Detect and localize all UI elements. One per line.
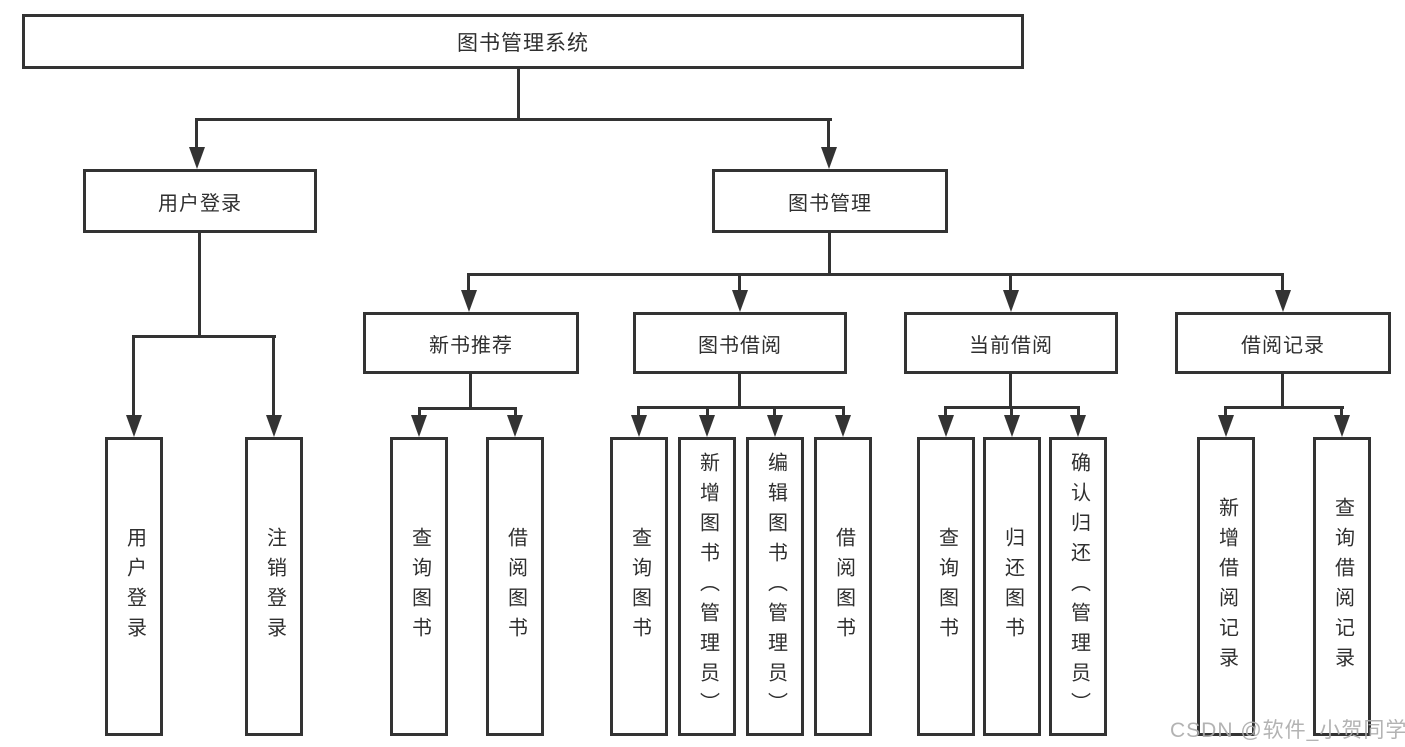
connector-line — [132, 335, 276, 338]
node-label: 编辑图书（管理员） — [764, 451, 787, 722]
arrow-down-icon — [1218, 415, 1234, 437]
node-label: 图书管理系统 — [457, 31, 589, 55]
node-leaf-query-books-borrow: 查询图书 — [610, 437, 668, 736]
arrow-down-icon — [126, 415, 142, 437]
node-leaf-borrow-books-borrow: 借阅图书 — [814, 437, 872, 736]
csdn-watermark: CSDN @软件_小贺同学 — [1170, 719, 1405, 742]
connector-line — [738, 374, 741, 406]
connector-line — [418, 407, 421, 417]
node-label: 当前借阅 — [969, 334, 1053, 357]
connector-line — [1340, 406, 1343, 417]
arrow-down-icon — [461, 290, 477, 312]
node-root-library-system: 图书管理系统 — [22, 14, 1024, 69]
connector-line — [195, 118, 198, 150]
connector-line — [828, 233, 831, 273]
connector-line — [418, 407, 517, 410]
arrow-down-icon — [1003, 290, 1019, 312]
node-label: 用户登录 — [158, 192, 242, 215]
connector-line — [469, 374, 472, 407]
node-current-borrowing: 当前借阅 — [904, 312, 1118, 374]
node-label: 查询图书 — [408, 526, 431, 647]
connector-line — [637, 406, 640, 417]
node-leaf-confirm-return-admin: 确认归还（管理员） — [1049, 437, 1107, 736]
node-leaf-add-books-admin: 新增图书（管理员） — [678, 437, 736, 736]
node-user-login: 用户登录 — [83, 169, 317, 233]
arrow-down-icon — [1334, 415, 1350, 437]
arrow-down-icon — [507, 415, 523, 437]
node-leaf-user-login: 用户登录 — [105, 437, 163, 736]
arrow-down-icon — [767, 415, 783, 437]
arrow-down-icon — [1275, 290, 1291, 312]
node-label: 新书推荐 — [429, 334, 513, 357]
connector-line — [1224, 406, 1344, 409]
arrow-down-icon — [266, 415, 282, 437]
connector-line — [738, 273, 741, 292]
arrow-down-icon — [938, 415, 954, 437]
connector-line — [272, 335, 275, 417]
arrow-down-icon — [411, 415, 427, 437]
node-label: 查询图书 — [628, 526, 651, 647]
connector-line — [517, 69, 520, 118]
arrow-down-icon — [699, 415, 715, 437]
connector-line — [1281, 273, 1284, 292]
node-label: 借阅记录 — [1241, 334, 1325, 357]
connector-line — [1009, 374, 1012, 406]
connector-line — [1077, 406, 1080, 417]
node-book-borrowing: 图书借阅 — [633, 312, 847, 374]
node-label: 新增借阅记录 — [1215, 496, 1238, 677]
node-label: 借阅图书 — [504, 526, 527, 647]
connector-line — [944, 406, 947, 417]
connector-line — [1009, 273, 1012, 292]
node-label: 新增图书（管理员） — [696, 451, 719, 722]
node-leaf-query-borrow-record: 查询借阅记录 — [1313, 437, 1371, 736]
node-label: 确认归还（管理员） — [1067, 451, 1090, 722]
node-new-book-recommendation: 新书推荐 — [363, 312, 579, 374]
node-leaf-logout: 注销登录 — [245, 437, 303, 736]
connector-line — [706, 406, 709, 417]
node-label: 查询借阅记录 — [1331, 496, 1354, 677]
connector-line — [842, 406, 845, 417]
arrow-down-icon — [835, 415, 851, 437]
node-leaf-borrow-books-newbook: 借阅图书 — [486, 437, 544, 736]
connector-line — [195, 118, 832, 121]
node-borrowing-records: 借阅记录 — [1175, 312, 1391, 374]
connector-line — [467, 273, 470, 292]
arrow-down-icon — [732, 290, 748, 312]
connector-line — [1010, 406, 1013, 417]
node-label: 查询图书 — [935, 526, 958, 647]
connector-line — [467, 273, 1284, 276]
connector-line — [132, 335, 135, 417]
connector-line — [1281, 374, 1284, 406]
node-label: 借阅图书 — [832, 526, 855, 647]
arrow-down-icon — [631, 415, 647, 437]
arrow-down-icon — [1004, 415, 1020, 437]
node-label: 归还图书 — [1001, 526, 1024, 647]
arrow-down-icon — [189, 147, 205, 169]
node-leaf-return-books: 归还图书 — [983, 437, 1041, 736]
connector-line — [773, 406, 776, 417]
node-leaf-add-borrow-record: 新增借阅记录 — [1197, 437, 1255, 736]
node-leaf-query-books-newbook: 查询图书 — [390, 437, 448, 736]
node-label: 用户登录 — [123, 526, 146, 647]
connector-line — [827, 118, 830, 150]
node-book-management: 图书管理 — [712, 169, 948, 233]
connector-line — [637, 406, 845, 409]
connector-line — [514, 407, 517, 417]
node-label: 图书借阅 — [698, 334, 782, 357]
connector-line — [1224, 406, 1227, 417]
arrow-down-icon — [821, 147, 837, 169]
node-label: 图书管理 — [788, 192, 872, 215]
node-leaf-query-books-current: 查询图书 — [917, 437, 975, 736]
node-leaf-edit-books-admin: 编辑图书（管理员） — [746, 437, 804, 736]
arrow-down-icon — [1070, 415, 1086, 437]
node-label: 注销登录 — [263, 526, 286, 647]
connector-line — [198, 233, 201, 335]
